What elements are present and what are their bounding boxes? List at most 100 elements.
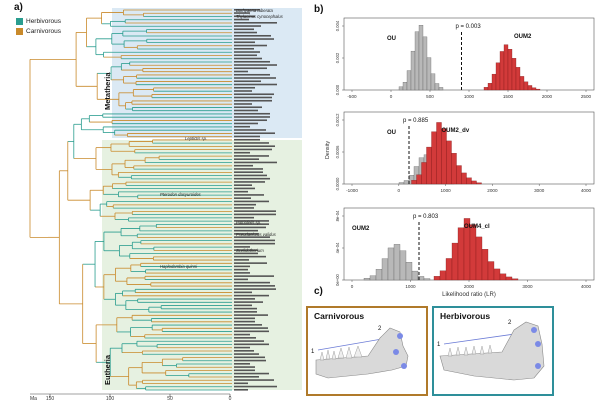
tip-label-placeholder [234, 99, 272, 102]
null-histogram-bar [403, 180, 410, 185]
alt-histogram-bar [426, 146, 432, 185]
tip-label-placeholder [234, 135, 260, 138]
tip-label-placeholder [234, 285, 275, 287]
landmark-5-carnivorous [401, 363, 407, 369]
tip-label-placeholder [234, 161, 277, 164]
tip-label-placeholder [234, 132, 275, 135]
mandible-body-carnivorous [315, 327, 409, 379]
tip-label-placeholder [234, 265, 250, 268]
alt-histogram-bar [511, 58, 517, 91]
tip-label: Leptictis sp. [185, 136, 207, 141]
tip-label-placeholder [234, 278, 248, 281]
tip-label-placeholder [234, 125, 250, 128]
tip-label-placeholder [234, 47, 254, 50]
tip-label-placeholder [234, 122, 258, 125]
tip-label-placeholder [234, 51, 260, 53]
alt-histogram-bar [491, 73, 497, 91]
alt-histogram-bar [451, 153, 457, 185]
tip-label-placeholder [234, 112, 270, 115]
tip-label-placeholder [234, 54, 257, 57]
y-tick-label: 0e+00 [335, 273, 340, 285]
tip-label-placeholder [234, 216, 254, 219]
alt-histogram-bar [505, 276, 513, 281]
y-tick-label: 0.002 [335, 52, 340, 63]
alt-histogram-bar [507, 49, 513, 91]
tip-label-placeholder [234, 177, 270, 180]
tip-label-placeholder [234, 301, 263, 303]
alt-model-label: OUM2 [514, 34, 532, 40]
subplot-frame [343, 111, 595, 185]
alt-histogram-bar [487, 83, 493, 91]
tip-label-placeholder [234, 353, 259, 355]
tip-label-placeholder [234, 327, 268, 329]
alt-histogram-bar [441, 128, 447, 185]
tip-label-placeholder [234, 363, 250, 365]
tree-branches [29, 9, 232, 391]
legend-label-herbivorous: Herbivorous [26, 18, 62, 25]
tip-label-placeholder [234, 304, 252, 307]
tip-label-placeholder [234, 38, 274, 40]
tip-label-placeholder [234, 233, 259, 235]
tip-label-placeholder [234, 366, 255, 368]
tip-label-placeholder [234, 86, 255, 89]
time-axis-tick-label: 150 [46, 396, 55, 400]
null-histogram-bar [369, 275, 377, 281]
tip-label: Borhyaena tuberata [236, 8, 273, 13]
y-tick-label: 0.0000 [335, 177, 340, 190]
tip-label-placeholder [234, 275, 274, 277]
tip-label: Patriofelis sp. [236, 220, 261, 225]
tip-label-placeholder [234, 307, 257, 310]
y-tick-label: 8e-04 [335, 210, 340, 221]
landmark-2-carnivorous: 2 [378, 326, 382, 332]
null-histogram-bar [387, 247, 395, 281]
alt-histogram-bar [527, 85, 533, 91]
x-tick-label: 2000 [542, 94, 553, 99]
y-axis-label: Density [325, 141, 331, 160]
tip-label-placeholder [234, 213, 276, 216]
legend-label-carnivorous: Carnivorous [26, 28, 62, 35]
tip-label-placeholder [234, 356, 265, 359]
tip-label-placeholder [234, 324, 262, 326]
alt-histogram-bar [445, 258, 453, 281]
mandible-ref-line [317, 337, 389, 351]
null-histogram-bar [402, 82, 408, 91]
alt-histogram-bar [495, 62, 501, 91]
x-tick-label: 3000 [522, 284, 533, 289]
mandible-body-herbivorous [439, 321, 545, 381]
null-histogram-bar [393, 244, 401, 281]
tip-label-placeholder [234, 236, 270, 238]
legend-item-carnivorous: Carnivorous [16, 28, 61, 35]
tip-label-placeholder [234, 67, 267, 70]
tip-label-placeholder [234, 268, 248, 271]
alt-histogram-bar [475, 236, 483, 281]
null-model-label: OU [387, 130, 396, 136]
null-histogram-bar [398, 86, 404, 91]
mandible-carnivorous-drawing: 1 2 [311, 326, 409, 379]
tip-label-placeholder [234, 298, 255, 300]
tip-label-placeholder [234, 57, 262, 60]
tip-label-placeholder [234, 314, 268, 316]
tip-label-placeholder [234, 220, 269, 222]
alt-histogram-bar [456, 165, 462, 185]
alt-histogram-bar [446, 140, 452, 185]
alt-histogram-bar [476, 182, 482, 185]
tip-label-placeholder [234, 194, 264, 196]
tip-label-placeholder [234, 197, 251, 199]
tip-label-placeholder [234, 12, 250, 14]
tip-label-placeholder [234, 106, 262, 109]
tip-label-placeholder [234, 77, 276, 79]
null-histogram-bar [375, 269, 383, 281]
tip-label-placeholder [234, 385, 277, 388]
mandible-herbivorous-drawing: 1 2 [437, 320, 545, 381]
alt-model-label: OUM4_cl [464, 224, 490, 230]
tip-label-placeholder [234, 369, 255, 372]
tip-label-placeholder [234, 281, 270, 284]
x-tick-label: 3000 [534, 188, 545, 193]
tip-label-placeholder [234, 376, 259, 378]
tip-label-placeholder [234, 272, 250, 274]
null-histogram-bar [414, 31, 420, 91]
x-tick-label: 4000 [581, 188, 592, 193]
